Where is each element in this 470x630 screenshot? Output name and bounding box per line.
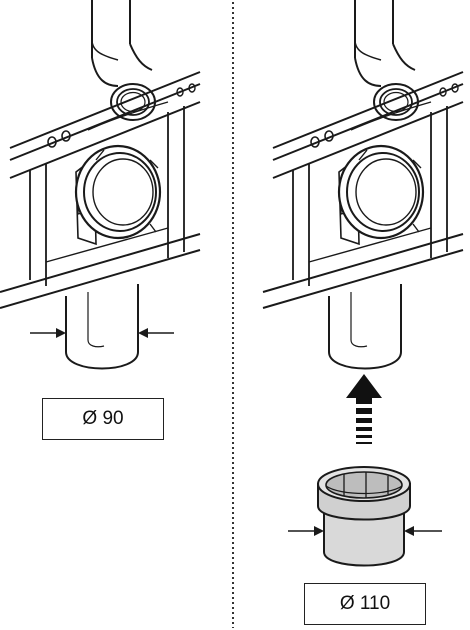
measure-arrows-right — [288, 526, 442, 536]
installation-frame-left — [0, 0, 202, 370]
diameter-label-110: Ø 110 — [304, 583, 426, 625]
pipe-adapter-110 — [317, 466, 411, 567]
installation-frame-right — [261, 0, 465, 370]
left-panel — [0, 0, 202, 370]
right-panel — [261, 0, 465, 567]
diameter-label-90: Ø 90 — [42, 398, 164, 440]
up-arrow-icon — [346, 374, 382, 444]
measure-arrows-left — [30, 328, 174, 338]
